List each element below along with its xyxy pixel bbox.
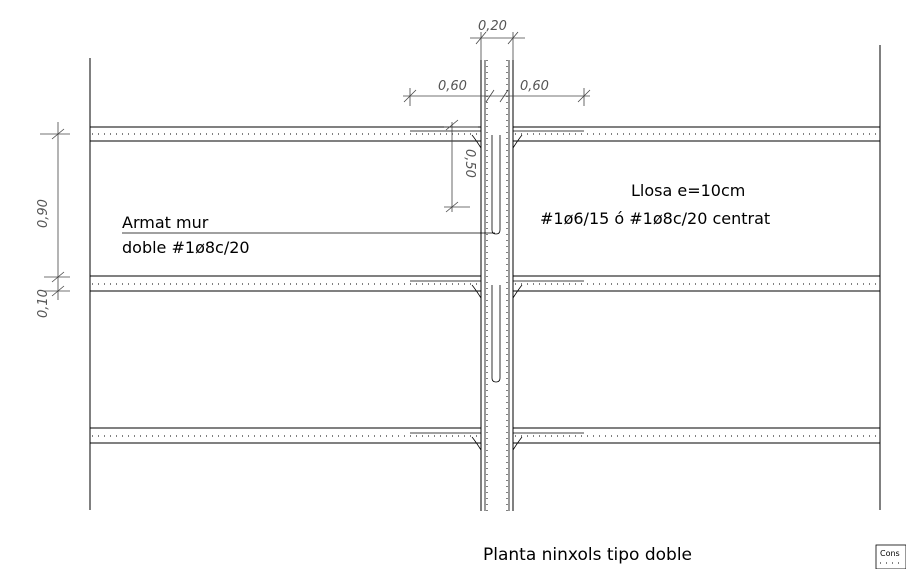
dim-anchor: 0,50 — [444, 119, 478, 213]
dim-anchor-label: 0,50 — [462, 149, 477, 178]
drawing-title: Planta ninxols tipo doble — [483, 545, 692, 565]
slab-middle — [90, 275, 880, 299]
dim-slab-thickness-label: 0,10 — [36, 289, 51, 318]
dim-lap: 0,60 0,60 — [403, 79, 591, 106]
title-block-text: Cons — [880, 549, 900, 558]
outer-walls — [89, 45, 881, 510]
dim-wall-thickness: 0,20 — [470, 19, 525, 60]
wall-note-line1: Armat mur — [122, 213, 209, 232]
dim-lap-left-label: 0,60 — [438, 79, 467, 94]
dim-wall-thickness-label: 0,20 — [478, 19, 507, 34]
slab-note-line2: #1ø6/15 ó #1ø8c/20 centrat — [540, 209, 770, 228]
central-wall — [480, 60, 514, 511]
wall-note: Armat mur doble #1ø8c/20 — [122, 213, 495, 257]
slab-note-line1: Llosa e=10cm — [631, 181, 745, 200]
title-block: Cons — [875, 544, 906, 569]
dim-left-vertical: 0,90 0,10 — [36, 122, 70, 318]
dim-niche-height-label: 0,90 — [36, 199, 51, 228]
wall-note-line2: doble #1ø8c/20 — [122, 238, 250, 257]
dim-lap-right-label: 0,60 — [520, 79, 549, 94]
slab-top — [90, 126, 880, 149]
slab-note: Llosa e=10cm #1ø6/15 ó #1ø8c/20 centrat — [540, 181, 770, 228]
slab-bottom — [90, 427, 880, 451]
